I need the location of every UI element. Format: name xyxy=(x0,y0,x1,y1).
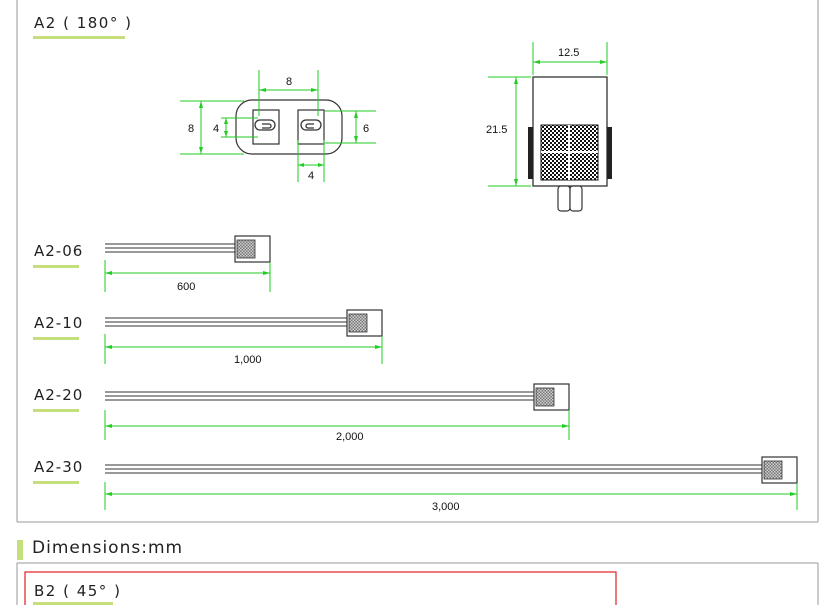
wire-stub-right xyxy=(569,185,583,212)
cable-assembly-a2-06: A2-06 600 xyxy=(33,235,271,293)
side-clip-left xyxy=(528,127,533,179)
section-title: Dimensions:mm xyxy=(32,538,184,558)
cable-length-label: 1,000 xyxy=(234,354,262,366)
dim-hole-width: 4 xyxy=(308,170,314,182)
b2-title-underline xyxy=(33,602,113,605)
front-view-dimensions xyxy=(180,70,376,182)
b2-panel: B2 ( 45° ) xyxy=(16,562,819,605)
a2-panel-title: A2 ( 180° ) xyxy=(34,14,132,32)
cable-model-label: A2-30 xyxy=(34,458,83,476)
a2-title-underline xyxy=(33,36,125,39)
cable-assembly-a2-30: A2-30 3,000 xyxy=(33,456,798,513)
cable-length-label: 3,000 xyxy=(432,501,460,513)
model-underline xyxy=(33,337,79,340)
model-underline xyxy=(33,265,79,268)
connector-front-outline xyxy=(235,99,343,155)
cable-length-label: 600 xyxy=(177,281,195,293)
dim-height-right: 6 xyxy=(363,123,369,135)
dim-height-left: 8 xyxy=(188,123,194,135)
side-view xyxy=(528,76,612,212)
cable-length-label: 2,000 xyxy=(336,431,364,443)
b2-panel-title: B2 ( 45° ) xyxy=(34,582,121,600)
dim-hole-height: 4 xyxy=(213,123,219,135)
cable-assembly-a2-10: A2-10 1,000 xyxy=(33,309,383,366)
side-view-dimensions xyxy=(488,42,608,187)
cable-model-label: A2-10 xyxy=(34,314,83,332)
section-marker xyxy=(17,540,23,560)
side-clip-right xyxy=(607,127,612,179)
dim-side-height: 21.5 xyxy=(486,124,507,136)
contact-right-icon xyxy=(300,119,322,131)
b2-highlight-frame xyxy=(24,571,617,605)
dim-pitch: 8 xyxy=(286,76,292,88)
dim-side-width: 12.5 xyxy=(558,47,579,59)
wire-stub-left xyxy=(557,185,571,212)
front-view xyxy=(235,99,343,155)
contact-slot-right xyxy=(297,109,325,145)
contact-left-icon xyxy=(254,119,276,131)
model-underline xyxy=(33,481,79,484)
model-underline xyxy=(33,409,79,412)
a2-panel-frame xyxy=(16,0,819,523)
cable-model-label: A2-06 xyxy=(34,242,83,260)
cable-assembly-a2-20: A2-20 2,000 xyxy=(33,383,570,443)
cable-model-label: A2-20 xyxy=(34,386,83,404)
